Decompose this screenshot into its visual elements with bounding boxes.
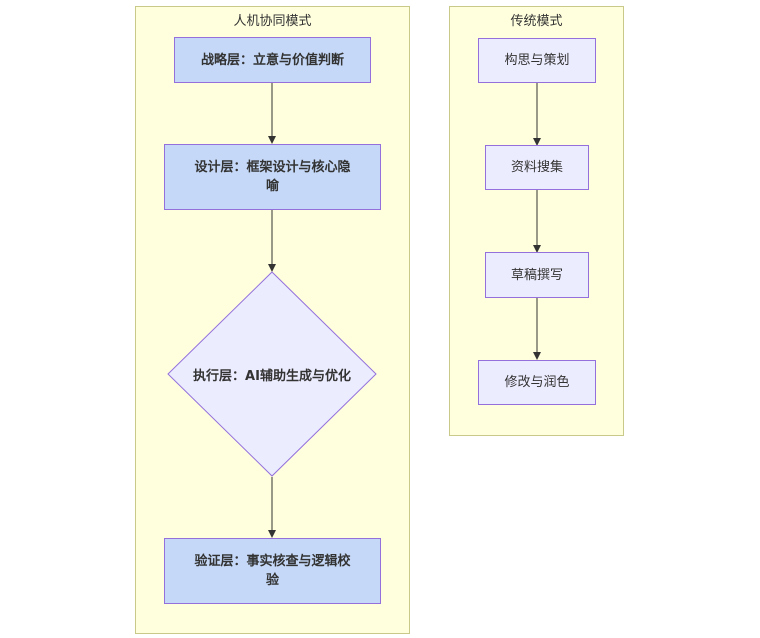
node-strategy: 战略层：立意与价值判断 bbox=[174, 37, 371, 83]
cluster-title-human-ai: 人机协同模式 bbox=[233, 14, 312, 29]
diamond-execute bbox=[167, 271, 377, 477]
node-execute-label: 执行层：AI辅助生成与优化 bbox=[193, 368, 351, 384]
node-polish: 修改与润色 bbox=[478, 360, 596, 405]
node-draft: 草稿撰写 bbox=[485, 252, 589, 298]
cluster-title-traditional: 传统模式 bbox=[510, 14, 563, 29]
node-design: 设计层：框架设计与核心隐喻 bbox=[164, 144, 381, 210]
node-collect: 资料搜集 bbox=[485, 145, 589, 190]
node-verify: 验证层：事实核查与逻辑校验 bbox=[164, 538, 381, 604]
node-plan: 构思与策划 bbox=[478, 38, 596, 83]
